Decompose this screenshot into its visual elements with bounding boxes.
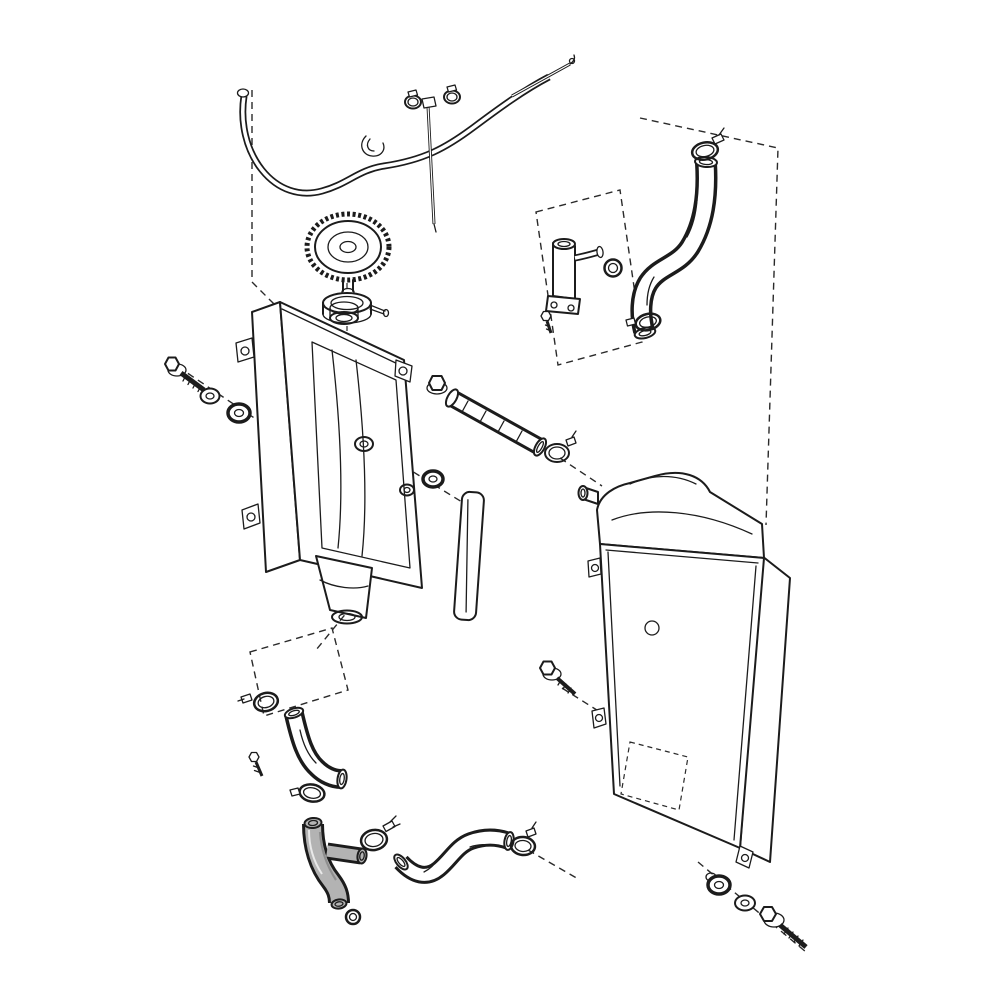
hose-clamp-upper [690, 127, 725, 161]
washer-bottom-right [734, 894, 756, 912]
three-way-joint-hose-highlighted [302, 816, 368, 910]
rubber-grommet-middle [421, 469, 445, 489]
o-ring [603, 258, 623, 278]
hose-clip [361, 135, 385, 157]
lower-radiator-hose [393, 828, 515, 884]
small-bolt [248, 751, 264, 777]
radiator-cap [304, 211, 392, 297]
flange-nut [426, 375, 448, 395]
mounting-bolt-bottom-right [759, 906, 808, 949]
elbow-hose [283, 706, 348, 790]
hose-clamp-lower [509, 821, 537, 857]
thermostat-bolt [540, 310, 553, 334]
wing-screw-clamp [359, 815, 401, 852]
left-radiator [235, 301, 423, 625]
rubber-grommet-bottom-right [705, 872, 732, 896]
hose-holder-clamp-b [443, 84, 461, 105]
overflow-hose [236, 73, 551, 197]
breather-rod [511, 54, 576, 98]
mounting-bolt-left [164, 356, 206, 393]
hose-clamp-elbow-top [237, 691, 280, 713]
flange-bolt-right-radiator [539, 660, 577, 696]
side-strip [453, 490, 485, 622]
connecting-hose [444, 388, 548, 457]
hose-clamp-upper-lower [625, 312, 662, 332]
washer-left [199, 387, 221, 405]
hose-clamp-middle [544, 430, 577, 463]
hose-holder-clamp-a [404, 89, 422, 110]
upper-radiator-hose [630, 155, 718, 340]
small-o-ring [344, 908, 362, 926]
right-radiator [577, 471, 791, 869]
hose-clamp-elbow-bottom [289, 783, 326, 803]
rubber-grommet-left [226, 402, 252, 424]
thermostat-fitting [545, 238, 604, 315]
cable-tie [421, 96, 437, 233]
filler-neck [322, 292, 390, 324]
